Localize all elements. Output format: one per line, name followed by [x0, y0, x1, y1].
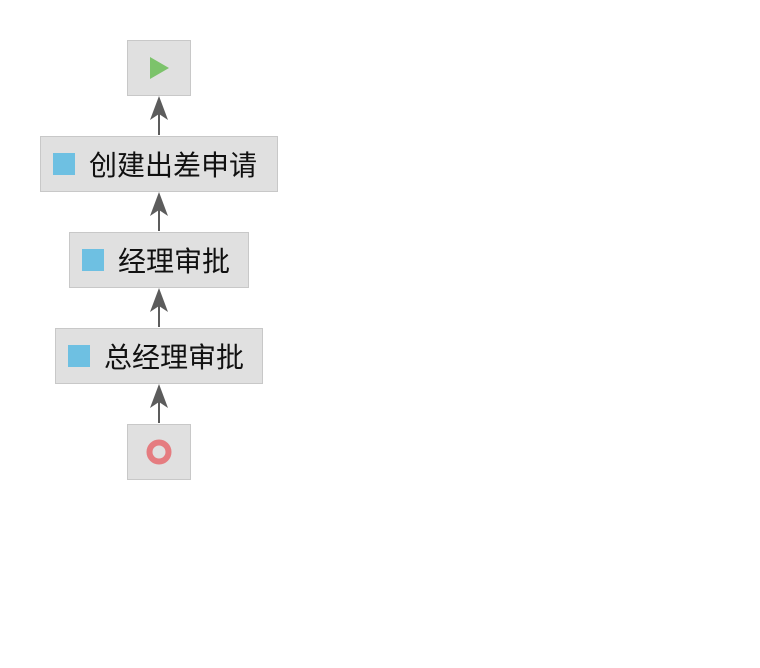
- task-icon: [68, 345, 90, 367]
- arrowhead: [150, 384, 168, 408]
- task-icon: [53, 153, 75, 175]
- ring-icon: [146, 439, 172, 465]
- task-label: 经理审批: [118, 245, 231, 278]
- task-create-travel-request[interactable]: 创建出差申请: [40, 136, 278, 192]
- play-icon: [150, 57, 169, 79]
- task-general-manager-approval[interactable]: 总经理审批: [55, 328, 263, 384]
- task-manager-approval[interactable]: 经理审批: [69, 232, 249, 288]
- task-icon: [82, 249, 104, 271]
- task-label: 创建出差申请: [89, 149, 258, 182]
- arrowhead: [150, 288, 168, 312]
- arrowhead: [150, 192, 168, 216]
- start-node[interactable]: [127, 40, 191, 96]
- arrowhead: [150, 96, 168, 120]
- end-node[interactable]: [127, 424, 191, 480]
- task-label: 总经理审批: [104, 341, 245, 374]
